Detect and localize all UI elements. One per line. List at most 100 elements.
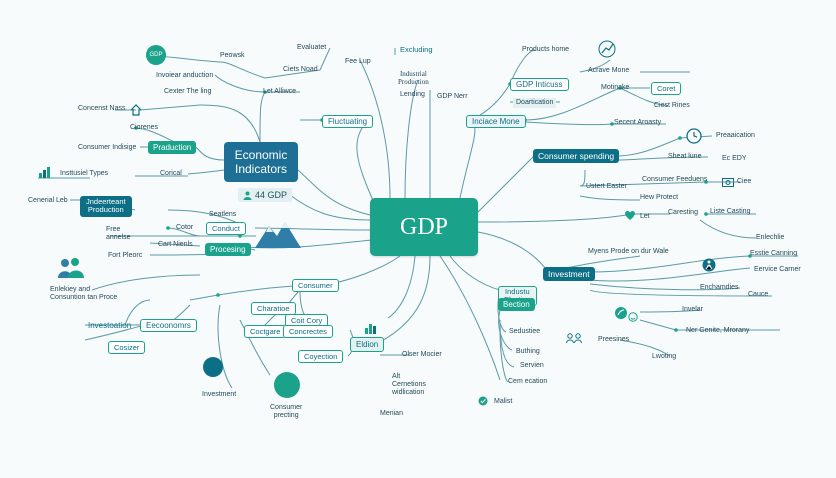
central-node-gdp: GDP [370,198,478,256]
node-industrial-production: Industrial Production [398,70,429,87]
column-chart-icon [365,324,376,334]
gdp-badge-label: GDP [149,52,163,58]
node-motinake: Motinake [601,84,630,91]
node-eldion: Eldion [350,337,385,352]
node-acrave-mone: Acrave Mone [588,67,630,74]
people-icon [58,258,84,278]
people-pair-icon [566,333,582,343]
node-eervice-carner: Eervice Carner [754,266,801,273]
node-fort-pleorc: Fort Pleorc [108,252,143,259]
economic-indicators-node: Economic Indicators [224,142,298,182]
node-invoiear-anduction: Invoiear anduction [156,72,214,79]
node-prearication: Preaaication [716,132,755,139]
chart-up-icon [598,40,616,58]
node-malist: Malist [494,398,513,405]
node-ciee: Ciee [737,178,752,185]
node-enchamdies: Enchamdies [700,284,739,291]
node-let-alliwce: Let Alliwce [263,88,297,95]
node-ustert-easter: Ustert Easter [586,183,627,190]
node-lending: Lending [400,91,425,98]
node-cexter-the-ling: Cexter The ling [164,88,212,95]
clock-icon [686,128,702,144]
node-let: Let [640,213,650,220]
node-preesines: Preesines [598,336,630,343]
node-corical: Corical [160,170,182,177]
check-icon [478,396,488,406]
node-sheat-lune: Sheat lune [668,153,702,160]
node-esstie-canning: Esstie Canning [750,250,798,257]
economic-indicators-label: Economic Indicators [234,147,288,176]
node-concrectes: Concrectes [283,325,333,338]
mountain-icon [255,222,301,248]
node-gdp-nerr: GDP Nerr [437,93,468,100]
node-insttusiel-types: Insttusiel Types [60,170,109,177]
node-doartication: Doartication [513,98,557,109]
node-ec-edy: Ec EDY [722,155,747,162]
node-products-home: Products home [522,46,570,53]
node-excluding: Excluding [400,45,433,54]
node-ner-genite: Ner Genite, Mrorany [686,327,750,334]
node-seatlens: Seatlens [209,211,237,218]
note-badge-icon [203,357,223,377]
node-conduct: Conduct [206,222,246,235]
bar-chart-icon [39,167,50,178]
node-eecoonomrs: Eecoonomrs [140,319,197,332]
node-consumer-spending: Consumer spending [533,149,620,163]
smile-icon [628,312,638,322]
node-ciorenes: Ciorenes [130,124,159,131]
node-praduction: Praduction [148,141,197,154]
node-ciets-noad: Ciets Noad [283,66,318,73]
node-enlechlie: Enlechlie [756,234,785,241]
node-proewsk: Peowsk [220,52,245,59]
money-icon [722,178,734,187]
node-investoation: Investoation [88,321,132,330]
node-servien: Servien [520,362,544,369]
node-consumer-feeduens: Consumer Feeduens [642,176,708,183]
node-cauce: Cauce [748,291,769,298]
walker-icon [702,258,716,272]
node-investment-lower: Investment [202,391,237,398]
node-independent-production: Jndeerteant Production [80,196,132,217]
node-inciace-mone: Inciace Mone [466,115,526,128]
node-coctgare: Coctgare [244,325,287,338]
node-gdp-inticus: GDP Inticuss [510,78,569,91]
node-liste-casting: Liste Casting [710,208,751,215]
node-invelar: Invelar [682,306,704,313]
node-cosizer: Cosizer [108,341,146,354]
gdp-badge-icon: GDP [146,45,166,65]
node-bection: Bection [498,298,535,311]
node-coyection: Coyection [298,350,344,363]
home-icon [130,104,142,116]
node-hew-protect: Hew Protect [640,194,679,201]
node-consumer-indisige: Consumer Indisige [78,144,137,151]
node-cem-ecation: Cem ecation [508,378,548,385]
node-investment: Investment [543,267,595,281]
node-enlekiey: Enlekiey and Consuntion tan Proce [50,286,118,302]
node-concenst-nass: Concenst Nass [78,105,126,112]
node-menian: Menian [380,410,403,417]
node-coret: Coret [651,82,682,95]
node-cart-nienls: Cart Nienls [158,241,193,248]
leaf-icon [615,307,627,319]
node-caresting: Caresting [668,209,698,216]
node-cenerial-leb: Cenerial Leb [28,197,68,204]
heart-icon [625,210,635,220]
node-consumer: Consumer [292,279,339,292]
gdp-44-chip: 44 GDP [238,188,293,202]
node-cotor: Cotor [176,224,194,231]
node-fluctuating: Fluctuating [322,115,374,128]
node-ciest-rines: Ciest Rines [654,102,690,109]
node-consumer-precting: Consumer precting [270,404,303,420]
node-sedustiee: Sedustiee [509,328,541,335]
node-lwoting: Lwoting [652,353,677,360]
node-fee-lup: Fee Lup [345,58,371,65]
node-buthing: Buthing [516,348,540,355]
node-secent-aroasty: Secent Aroasty [614,119,662,126]
node-alt-cernetions: Alt Cernetions widlication [392,373,426,397]
gdp-44-label: 44 GDP [255,190,288,200]
node-myens-prode: Myens Prode on dur Wale [588,248,669,255]
consumer-badge-icon [274,372,300,398]
node-charatioe: Charatioe [251,302,296,315]
node-evaluatet: Evaluatet [297,44,327,51]
node-free-annelse: Free annelse [106,226,131,242]
